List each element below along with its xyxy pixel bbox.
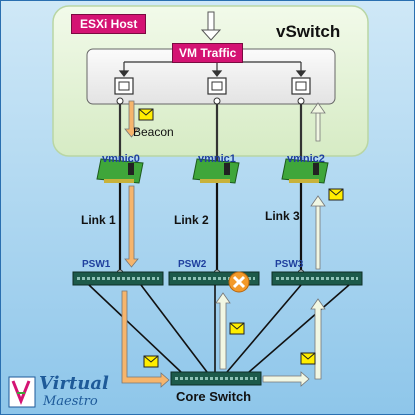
nic-label: vmnic2 [287,153,325,165]
uplink-lines [118,101,303,163]
envelope-icon [229,322,245,335]
return-arrow [310,298,326,380]
nic-label: vmnic1 [198,153,236,165]
vm-traffic-badge: VM Traffic [172,43,244,63]
port-connector [213,97,221,105]
link-label: Link 2 [174,213,209,227]
network-card-icon [281,158,329,184]
switch-icon [170,371,262,386]
switch-icon [72,271,164,286]
link-label: Link 1 [81,213,116,227]
incoming-traffic-arrow [200,11,222,41]
core-switch-label: Core Switch [176,389,252,404]
return-arrow [262,371,310,387]
link-lines [118,183,303,273]
return-arrow [215,292,231,370]
physical-switch-label: PSW3 [275,259,304,270]
network-card-icon [192,158,240,184]
port-connector [297,97,305,105]
beacon-arrow [121,290,170,388]
switch-icon [271,271,363,286]
physical-switch-label: PSW1 [82,259,111,270]
envelope-icon [138,108,154,121]
logo-subtext: Maestro [43,394,98,409]
return-arrow [315,112,321,142]
envelope-icon [328,188,344,201]
envelope-icon [143,355,159,368]
esxi-host-badge: ESXi Host [71,14,147,34]
nic-label: vmnic0 [102,153,140,165]
envelope-icon [300,352,316,365]
return-arrow-head [310,195,326,207]
core-mesh-lines [88,284,350,373]
return-arrow [315,205,321,270]
port-connector [116,97,124,105]
return-arrow-head [310,102,326,114]
network-card-icon [96,158,144,184]
beacon-label: Beacon [133,125,174,139]
ethernet-port-icon [291,77,311,95]
link-label: Link 3 [265,209,300,223]
vswitch-title: vSwitch [276,22,341,41]
beacon-arrow [124,100,139,138]
logo-text: Virtual [39,373,109,394]
beacon-arrow [124,185,139,268]
ethernet-port-icon [207,77,227,95]
logo-mark [8,376,36,408]
failure-x-icon [228,271,250,293]
physical-switch-label: PSW2 [178,259,207,270]
ethernet-port-icon [114,77,134,95]
